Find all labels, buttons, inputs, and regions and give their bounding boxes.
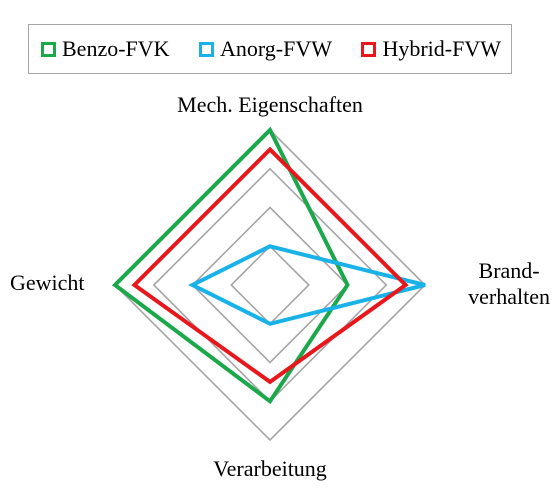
legend-swatch-hybrid-fvw (361, 41, 377, 57)
legend-item-benzo-fvk: Benzo-FVK (41, 38, 170, 60)
legend-swatch-anorg-fvw (198, 41, 214, 57)
axis-label-brandverhalten: Brand- verhalten (468, 258, 550, 310)
axis-label-gewicht: Gewicht (10, 270, 85, 296)
legend-swatch-benzo-fvk (41, 41, 56, 57)
legend-label-hybrid-fvw: Hybrid-FVW (382, 36, 501, 61)
grid-ring-4 (113, 128, 427, 442)
series-line-hybrid-fvw (131, 146, 409, 385)
series-line-benzo-fvk (111, 126, 350, 405)
axis-label-right-line-2: verhalten (468, 284, 550, 309)
legend-item-anorg-fvw: Anorg-FVW (198, 36, 333, 61)
legend-label-anorg-fvw: Anorg-FVW (219, 36, 333, 61)
chart-legend: Benzo-FVK Anorg-FVW Hybrid-FVW (28, 24, 512, 74)
series-line-anorg-fvw (188, 244, 426, 326)
legend-label-benzo-fvk: Benzo-FVK (62, 36, 170, 61)
axis-label-right-line-1: Brand- (478, 258, 540, 283)
axis-label-mech-eigenschaften: Mech. Eigenschaften (177, 92, 363, 118)
axis-label-left-line-1: Gewicht (10, 270, 85, 295)
axis-label-verarbeitung: Verarbeitung (213, 456, 327, 482)
legend-item-hybrid-fvw: Hybrid-FVW (361, 38, 501, 60)
grid-ring-2 (191, 206, 349, 364)
axis-label-top-line-1: Mech. Eigenschaften (177, 92, 363, 117)
axis-label-bottom-line-1: Verarbeitung (213, 456, 327, 481)
